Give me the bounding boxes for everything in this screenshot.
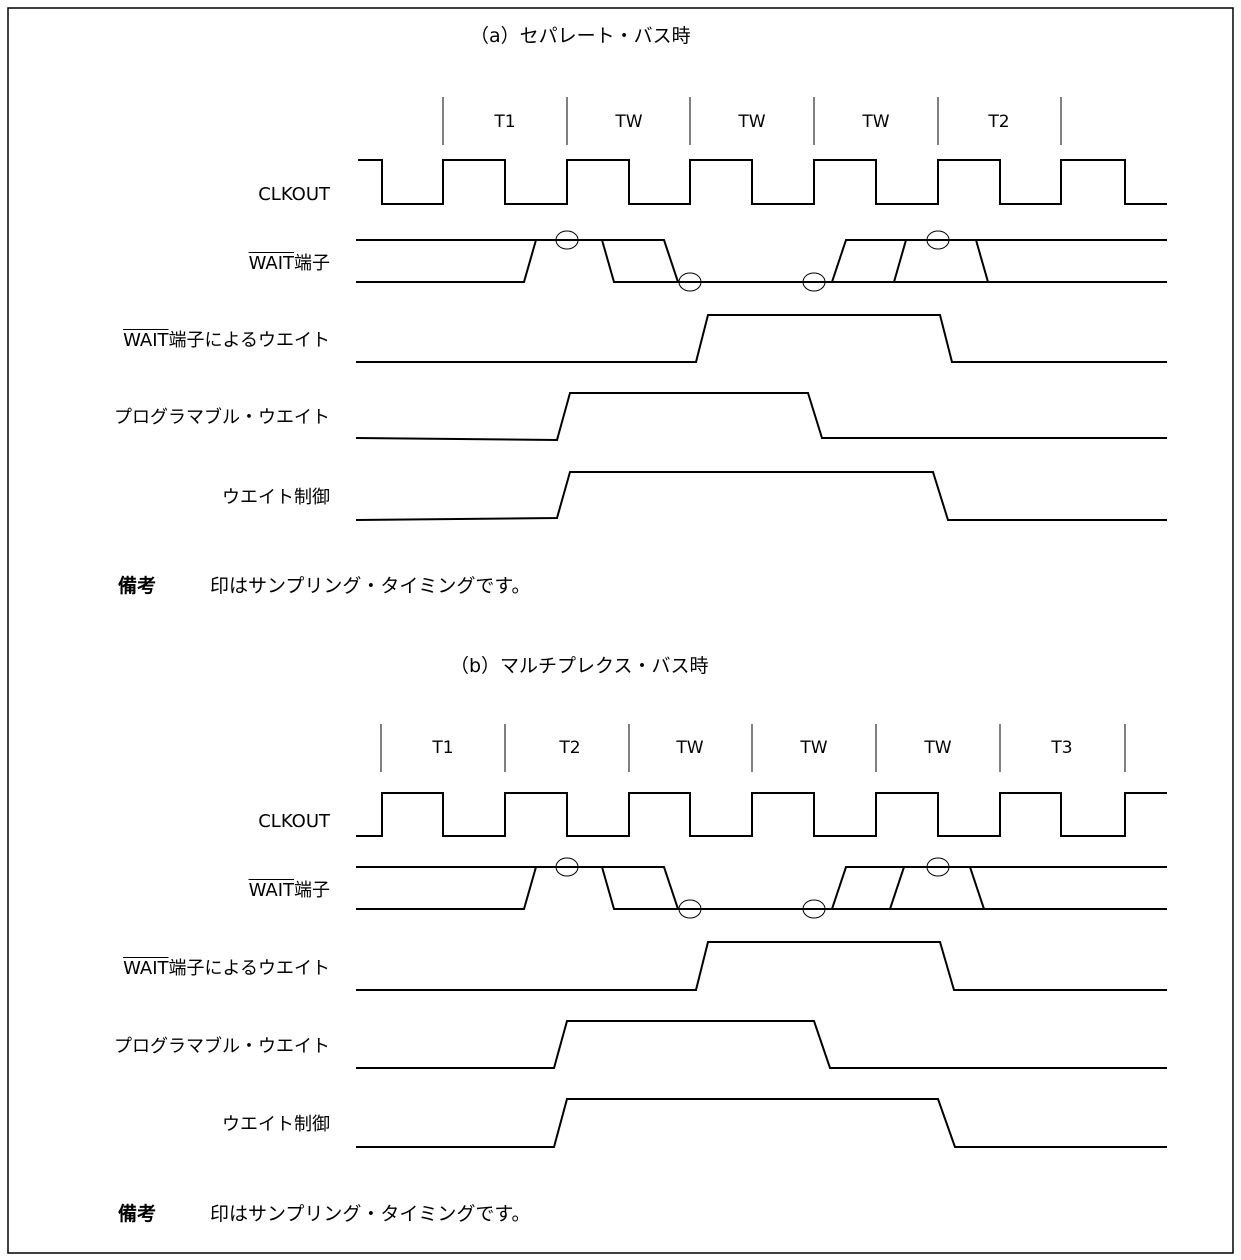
diagram-b-note-body: 印はサンプリング・タイミングです。 [210,1203,531,1225]
diagram-a-sampling-marks [555,230,950,292]
diagram-b-clkout-waveform [356,792,1167,837]
diagram-b-phase-label: TW [676,738,704,758]
diagram-a-wait-by-pin-label: WAIT端子によるウエイト [123,330,330,351]
diagram-b-title: （b）マルチプレクス・バス時 [450,655,709,677]
diagram-b-phase-label: TW [924,738,952,758]
diagram-a-phase-dividers [442,97,1062,145]
diagram-a-note-body: 印はサンプリング・タイミングです。 [210,575,531,597]
diagram-a-phase-label: TW [615,112,643,132]
sampling-circle [678,272,702,292]
diagram-b-wait-pin-waveform [356,866,1167,910]
sampling-circle [555,230,579,250]
diagram-b-wait-control-label: ウエイト制御 [222,1114,330,1135]
sampling-circle [555,857,579,877]
diagram-a-title: （a）セパレート・バス時 [470,25,691,47]
diagram-a-phase-label: TW [738,112,766,132]
diagram-a-phase-label: TW [862,112,890,132]
sampling-circle [926,857,950,877]
diagram-a-wait-pin-waveform [356,239,1167,283]
diagram-b-note-head: 備考 [118,1203,157,1225]
diagram-a-phase-label: T1 [494,112,516,132]
diagram-a-programmable-wait-label: プログラマブル・ウエイト [114,407,330,428]
diagram-b-wait-control-waveform [356,1098,1167,1148]
sampling-circle [926,230,950,250]
sampling-circle [802,272,826,292]
diagram-b-wait-by-pin-label: WAIT端子によるウエイト [123,958,330,979]
diagram-a-wait-control-waveform [355,471,1167,521]
diagram-b-phase-label: TW [800,738,828,758]
diagram-a-clkout-label: CLKOUT [258,184,330,205]
diagram-b-programmable-wait-label: プログラマブル・ウエイト [114,1036,330,1057]
diagram-b-wait-by-pin-waveform [356,941,1167,991]
diagram-a-clkout-waveform [358,159,1167,205]
diagram-a-wait-by-pin-waveform [356,314,1167,363]
diagram-b-programmable-wait-waveform [356,1020,1167,1069]
diagram-b-phase-dividers [380,724,1126,772]
outer-frame [7,7,1234,1254]
sampling-circle [802,899,826,919]
diagram-a-wait-pin-label: WAIT端子 [248,253,330,274]
diagram-b-clkout-label: CLKOUT [258,811,330,832]
sampling-circle [678,899,702,919]
diagram-a-programmable-wait-waveform [355,392,1167,442]
diagram-b-sampling-marks [555,857,950,919]
diagram-a-wait-control-label: ウエイト制御 [222,487,330,508]
diagram-b-phase-label: T3 [1051,738,1073,758]
diagram-b-wait-pin-label: WAIT端子 [248,880,330,901]
diagram-a-note-head: 備考 [118,575,157,597]
diagram-b-phase-label: T2 [559,738,581,758]
diagram-a-phase-label: T2 [988,112,1010,132]
diagram-b-phase-label: T1 [432,738,454,758]
